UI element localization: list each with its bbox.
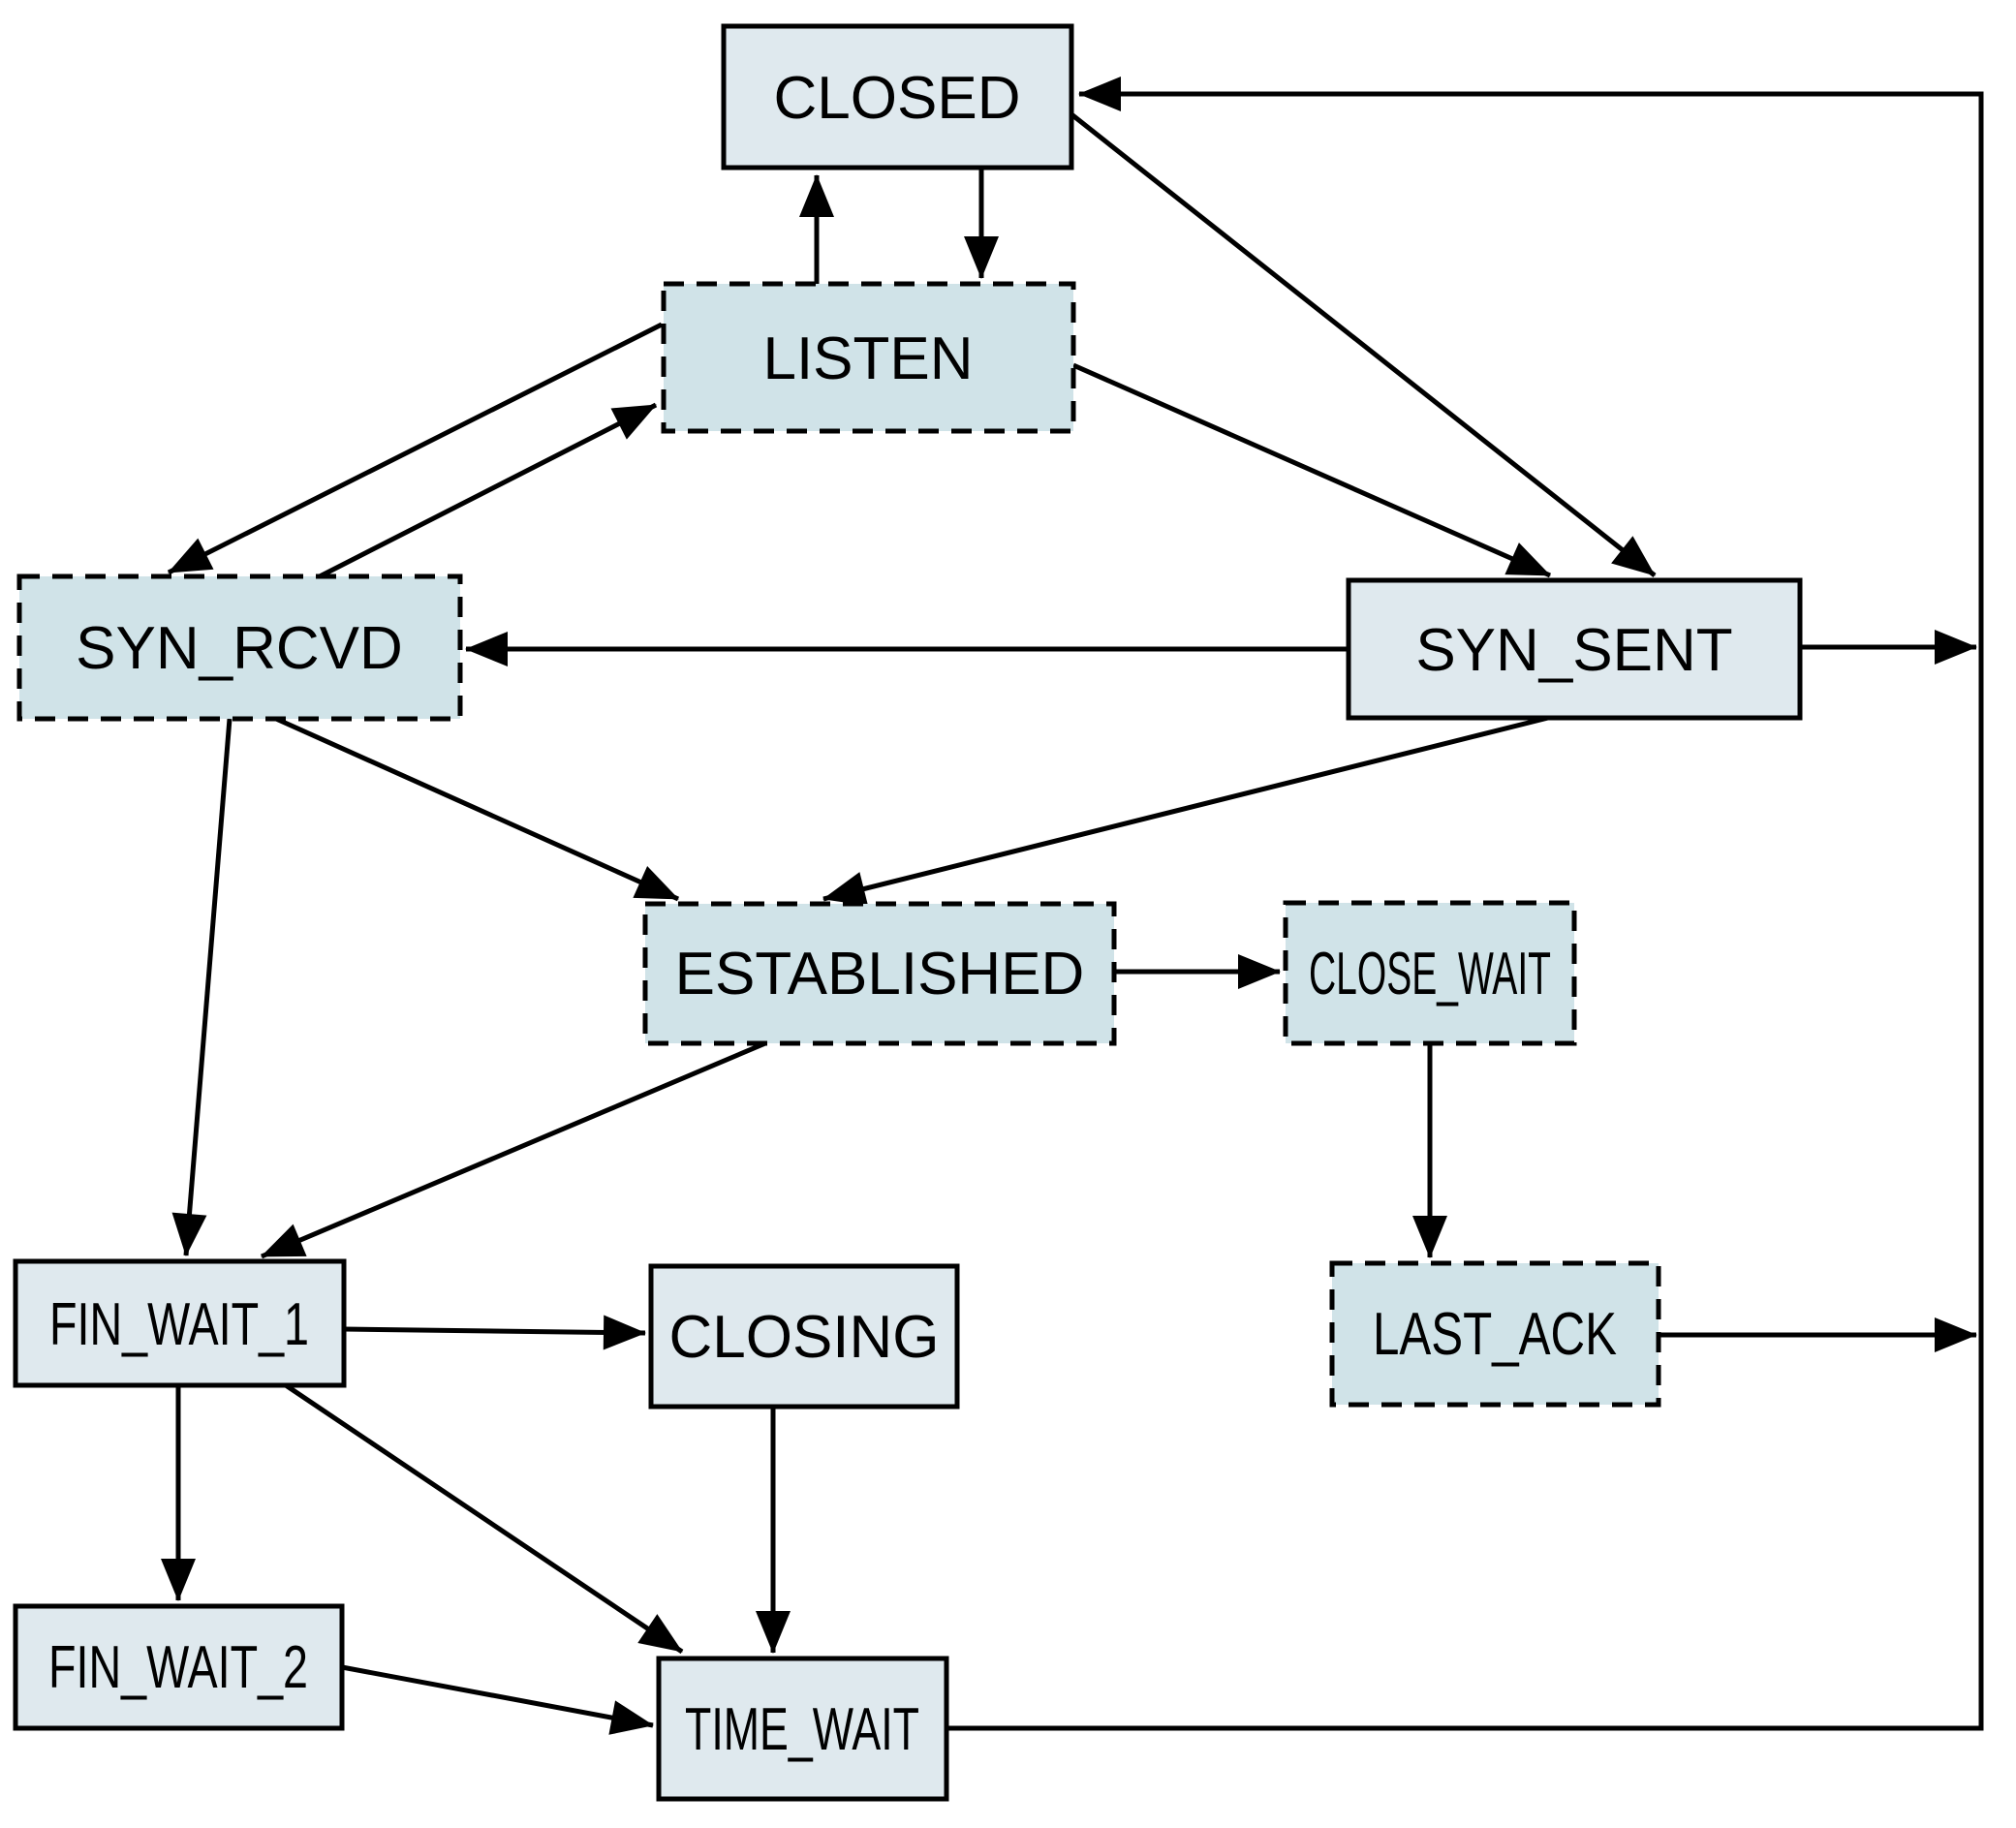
edge-established-to-fin-wait-1 [261, 1040, 766, 1259]
edge-syn-rcvd-to-listen [318, 402, 658, 579]
state-time-wait-box [656, 1656, 949, 1802]
state-fin-wait-1-box [13, 1258, 347, 1388]
state-syn-rcvd-box [16, 573, 463, 722]
edge-syn-rcvd-to-established [274, 716, 680, 902]
state-last-ack-box [1329, 1260, 1661, 1408]
state-close-wait-box [1283, 900, 1577, 1046]
state-last-ack-label: LAST_ACK [1373, 1301, 1617, 1368]
state-fin-wait-1-label: FIN_WAIT_1 [49, 1291, 309, 1358]
state-fin-wait-2-label: FIN_WAIT_2 [48, 1634, 308, 1701]
state-listen-label: LISTEN [762, 325, 973, 392]
edge-fin-wait-1-to-closing [343, 1315, 646, 1350]
edge-listen-to-syn-rcvd [167, 322, 664, 575]
edge-listen-to-syn-sent [1071, 362, 1552, 578]
state-syn-rcvd-label: SYN_RCVD [76, 615, 403, 682]
state-established-label: ESTABLISHED [675, 941, 1085, 1007]
edge-syn-rcvd-to-fin-wait-1 [171, 718, 233, 1256]
state-syn-sent-label: SYN_SENT [1415, 617, 1732, 684]
edge-closed-to-syn-sent [1070, 112, 1657, 577]
state-listen-box [661, 281, 1076, 434]
edge-syn-sent-to-established [822, 715, 1549, 907]
edge-fin-wait-2-to-time-wait [341, 1664, 654, 1735]
state-closing-label: CLOSING [668, 1304, 939, 1371]
state-closed-label: CLOSED [774, 65, 1021, 132]
state-closing-box [648, 1263, 960, 1410]
state-close-wait-label: CLOSE_WAIT [1309, 941, 1551, 1007]
state-established-box [642, 901, 1117, 1046]
state-syn-sent-box [1346, 577, 1803, 721]
state-time-wait-label: TIME_WAIT [685, 1696, 919, 1763]
state-closed-box [721, 23, 1074, 170]
state-fin-wait-2-box [13, 1603, 345, 1731]
edge-time-wait-to-closed [946, 77, 1984, 1731]
edge-fin-wait-1-to-time-wait [284, 1382, 684, 1655]
